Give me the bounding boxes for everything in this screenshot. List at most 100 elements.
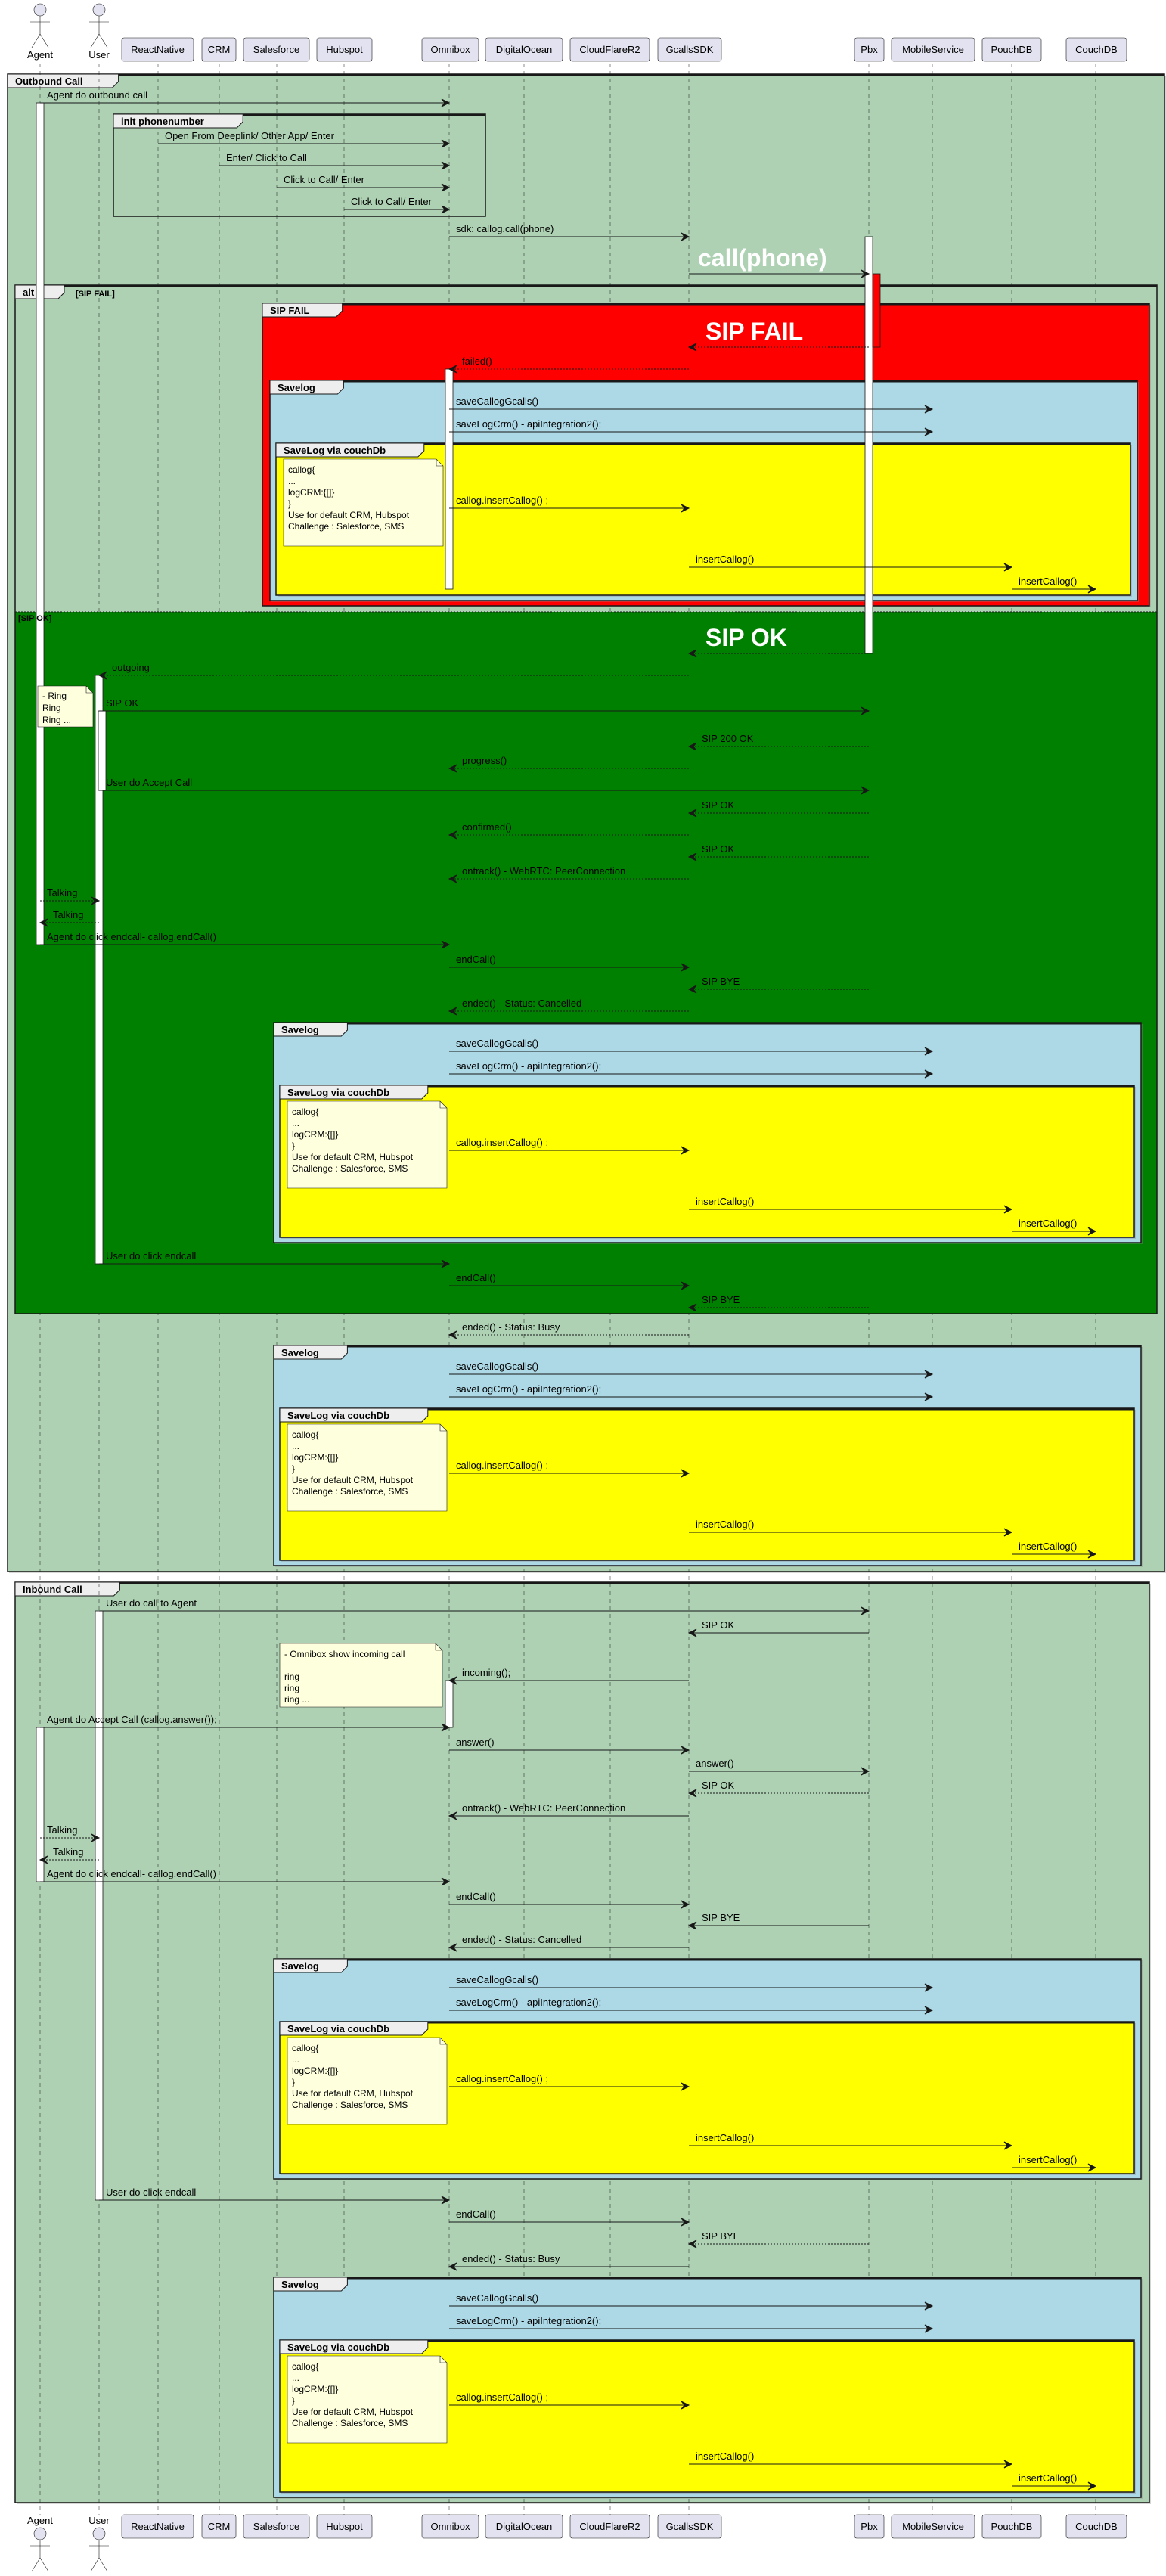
- callog-note-line: logCRM:{[]}: [288, 487, 334, 498]
- message: SIP BYE: [687, 1912, 869, 1930]
- frame-savelog-tab: Savelog: [273, 1022, 348, 1037]
- message-label: callog.insertCallog() ;: [456, 2391, 548, 2403]
- frame-savelog-couchdb-label: SaveLog via couchDb: [284, 445, 386, 456]
- participant-omnibox: Omnibox: [421, 2514, 479, 2539]
- participant-box: [243, 37, 310, 62]
- activation-bar-user: [98, 710, 107, 791]
- message-label: Enter/ Click to Call: [226, 152, 307, 163]
- message-label: endCall(): [456, 1891, 496, 1902]
- arrowhead-icon: [681, 232, 690, 241]
- arrowhead-icon: [861, 1767, 870, 1776]
- message: SIP OK: [99, 697, 870, 715]
- message-label: endCall(): [456, 954, 496, 965]
- callog-note-line: Use for default CRM, Hubspot: [292, 2407, 414, 2417]
- message: answer(): [689, 1758, 870, 1776]
- incoming-call-note-line: ring ...: [284, 1694, 309, 1705]
- actor-agent: Agent: [27, 3, 53, 61]
- callog-note: callog{ ... logCRM:{[]}}Use for default …: [287, 1100, 448, 1189]
- message: SIP OK: [687, 799, 869, 818]
- callog-note-line: ...: [292, 1118, 299, 1128]
- savelog-message: callog.insertCallog() ;: [449, 2073, 690, 2091]
- frame-outbound-call-tab: Outbound Call: [7, 73, 119, 88]
- message-label: insertCallog(): [696, 1196, 754, 1207]
- frame-savelog-couchdb-label: SaveLog via couchDb: [287, 1087, 389, 1098]
- savelog-message: insertCallog(): [689, 1519, 1013, 1537]
- participant-pbx: Pbx: [854, 2514, 885, 2539]
- savelog-message: saveCallogGcalls(): [449, 1974, 934, 1992]
- participant-label: DigitalOcean: [496, 2521, 552, 2532]
- participant-box: [485, 37, 563, 62]
- callog-note: callog{ ... logCRM:{[]}}Use for default …: [283, 458, 444, 547]
- message-label: saveCallogGcalls(): [456, 1038, 538, 1049]
- activation-bar-omnibox: [445, 1680, 454, 1728]
- arrowhead-icon: [448, 1943, 457, 1952]
- message: ended() - Status: Cancelled: [448, 998, 689, 1016]
- arrowhead-icon: [924, 1392, 934, 1401]
- arrowhead-icon: [924, 1983, 934, 1992]
- message-label: insertCallog(): [1019, 576, 1077, 587]
- arrowhead-icon: [448, 2262, 457, 2271]
- frame-sip-fail-label: SIP FAIL: [270, 305, 310, 316]
- callog-note-line: callog{: [292, 2361, 318, 2372]
- arrowhead-icon: [91, 1833, 101, 1842]
- ring-note: - Ring Ring Ring ...: [37, 685, 94, 728]
- arrowhead-icon: [924, 2324, 934, 2333]
- message-label: insertCallog(): [696, 2132, 754, 2143]
- arrowhead-icon: [681, 1746, 690, 1755]
- participant-label: ReactNative: [131, 2521, 185, 2532]
- callog-note-line: ...: [292, 1441, 299, 1451]
- message-label: User do click endcall: [106, 2186, 196, 2198]
- frame-outbound-call-label: Outbound Call: [15, 76, 83, 87]
- message: answer(): [449, 1736, 690, 1755]
- message-label: callog.insertCallog() ;: [456, 1460, 548, 1471]
- participant-label: CRM: [208, 44, 231, 55]
- arrowhead-icon: [1087, 1227, 1097, 1236]
- frame-savelog-tab: Savelog: [273, 2277, 348, 2292]
- savelog-message: insertCallog(): [689, 2132, 1013, 2150]
- message-label: Agent do outbound call: [47, 89, 147, 101]
- callog-note: callog{ ... logCRM:{[]}}Use for default …: [287, 2037, 448, 2125]
- callog-note-fold: [439, 1424, 447, 1432]
- message-label: saveLogCrm() - apiIntegration2();: [456, 1997, 601, 2008]
- message-big-label: SIP OK: [705, 624, 787, 651]
- callog-note-line: logCRM:{[]}: [292, 2384, 338, 2394]
- message: Agent do click endcall- callog.endCall(): [40, 1868, 451, 1886]
- message-label: saveCallogGcalls(): [456, 1361, 538, 1372]
- ring-note-fold: [85, 686, 93, 694]
- participant-label: CRM: [208, 2521, 231, 2532]
- message: Talking: [40, 887, 101, 905]
- callog-note-line: }: [292, 2077, 295, 2087]
- participant-box: [121, 2514, 194, 2539]
- message-label: insertCallog(): [1019, 2154, 1077, 2165]
- message: SIP BYE: [687, 976, 869, 994]
- frame-savelog-couchdb-tab-shape: [279, 2339, 429, 2354]
- participant-label: PouchDB: [991, 2521, 1033, 2532]
- participant-gcallssdk: GcallsSDK: [657, 2514, 722, 2539]
- message-label: Open From Deeplink/ Other App/ Enter: [165, 130, 335, 141]
- message-label: insertCallog(): [1019, 1541, 1077, 1552]
- arrowhead-icon: [687, 852, 697, 861]
- message: SIP BYE: [687, 2230, 869, 2249]
- message-label: User do call to Agent: [106, 1597, 197, 1609]
- message-label: SIP OK: [702, 799, 734, 811]
- participant-box: [1065, 37, 1127, 62]
- alt-condition-label: [SIP FAIL]: [76, 290, 115, 299]
- message-label: incoming();: [462, 1667, 510, 1678]
- savelog-message: insertCallog(): [689, 554, 1013, 572]
- arrowhead-icon: [681, 963, 690, 972]
- frame-savelog-couchdb-tab: SaveLog via couchDb: [275, 442, 425, 458]
- arrowhead-icon: [687, 1628, 697, 1637]
- actor-label: Agent: [27, 2515, 53, 2526]
- frame-sip-fail-tab: SIP FAIL: [262, 303, 343, 318]
- participant-couchdb: CouchDB: [1065, 2514, 1127, 2539]
- participant-cloudflarer2: CloudFlareR2: [569, 37, 650, 62]
- message: Talking: [39, 1846, 99, 1864]
- message-label: insertCallog(): [1019, 2472, 1077, 2484]
- incoming-call-note-fold: [435, 1643, 442, 1651]
- message: progress(): [448, 755, 689, 773]
- actor-label: User: [88, 49, 110, 61]
- message-label: SIP BYE: [702, 2230, 740, 2242]
- message-label: endCall(): [456, 2208, 496, 2220]
- message-label: ontrack() - WebRTC: PeerConnection: [462, 865, 625, 877]
